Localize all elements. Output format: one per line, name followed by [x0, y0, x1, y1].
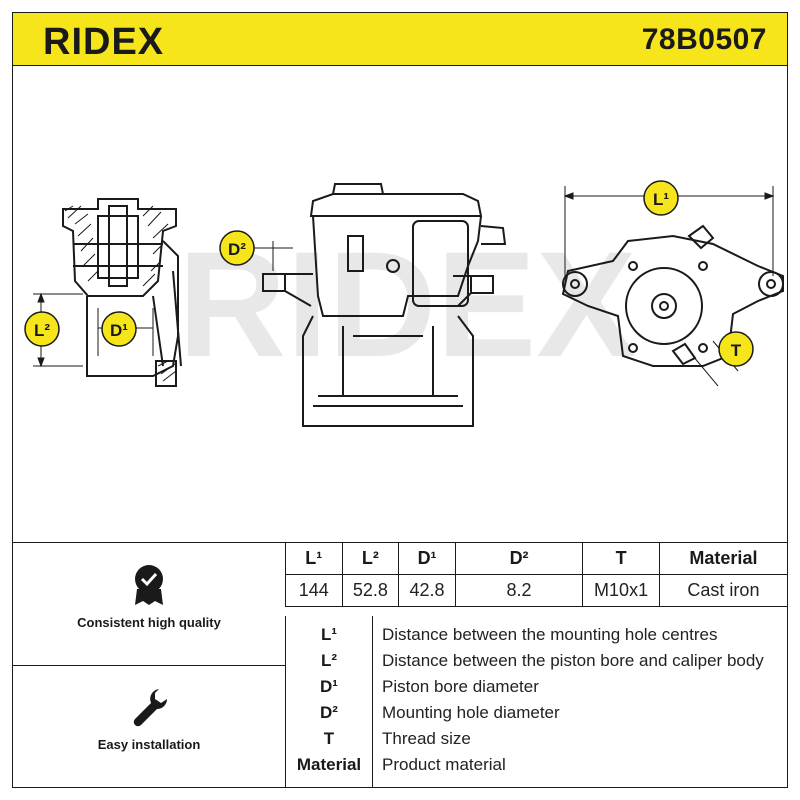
legend-desc: Mounting hole diameter — [382, 703, 560, 722]
legend-desc: Thread size — [382, 729, 471, 748]
feature-installation: Easy installation — [13, 665, 285, 787]
legend-desc: Distance between the piston bore and cal… — [382, 651, 764, 670]
callout-l2: L² — [24, 311, 60, 347]
feature-quality: Consistent high quality — [13, 543, 285, 666]
spec-header: T — [582, 543, 660, 575]
feature-installation-label: Easy installation — [97, 737, 201, 752]
caliper-drawing: RIDEX — [24, 180, 784, 427]
spec-header-row: L¹ L² D¹ D² T Material — [285, 543, 787, 575]
spec-header: D¹ — [398, 543, 456, 575]
callout-t: T — [718, 331, 754, 367]
callout-l2-label: L² — [34, 321, 50, 340]
legend-desc: Piston bore diameter — [382, 677, 539, 696]
part-number: 78B0507 — [641, 23, 767, 56]
legend-code: Material — [296, 755, 362, 774]
wrench-icon — [133, 689, 167, 727]
legend-code: D¹ — [320, 677, 338, 696]
legend-row: L¹ Distance between the mounting hole ce… — [286, 622, 786, 648]
brand-name: RIDEX — [43, 23, 164, 59]
callout-l1-label: L¹ — [653, 190, 669, 209]
spec-legend: L¹ Distance between the mounting hole ce… — [285, 616, 788, 787]
callout-d2-label: D² — [228, 240, 246, 259]
legend-row: L² Distance between the piston bore and … — [286, 648, 786, 674]
spec-table: L¹ L² D¹ D² T Material 144 52.8 42.8 8.2… — [285, 543, 787, 607]
spec-value: 8.2 — [454, 574, 584, 607]
legend-code: L¹ — [320, 625, 338, 644]
callout-d1: D¹ — [101, 311, 137, 347]
callout-t-label: T — [731, 341, 742, 360]
spec-value-row: 144 52.8 42.8 8.2 M10x1 Cast iron — [285, 574, 787, 607]
spec-value: 144 — [285, 574, 343, 607]
legend-divider — [372, 616, 373, 787]
caliper-center-view — [262, 183, 507, 427]
header-bar: RIDEX 78B0507 — [12, 12, 788, 66]
ridex-logo: RIDEX — [43, 23, 164, 59]
legend-code: D² — [320, 703, 338, 722]
legend-row: T Thread size — [286, 726, 786, 752]
feature-quality-label: Consistent high quality — [77, 615, 221, 630]
legend-row: D¹ Piston bore diameter — [286, 674, 786, 700]
drawing-frame: RIDEX — [12, 66, 788, 542]
legend-desc: Product material — [382, 755, 506, 774]
spec-value: 42.8 — [398, 574, 456, 607]
spec-value: 52.8 — [341, 574, 400, 607]
spec-value: M10x1 — [582, 574, 660, 607]
legend-row: D² Mounting hole diameter — [286, 700, 786, 726]
callout-d1-label: D¹ — [110, 321, 128, 340]
legend-code: T — [323, 729, 335, 748]
callout-l1: L¹ — [643, 180, 679, 216]
quality-badge-icon — [135, 565, 163, 605]
legend-desc: Distance between the mounting hole centr… — [382, 625, 718, 644]
callout-d2: D² — [219, 230, 255, 266]
spec-header: L¹ — [285, 543, 343, 575]
caliper-side-section — [62, 198, 182, 387]
spec-value: Cast iron — [658, 574, 787, 607]
legend-row: Material Product material — [286, 752, 786, 778]
hatching — [64, 205, 177, 382]
legend-code: L² — [320, 651, 338, 670]
spec-header: D² — [454, 543, 584, 575]
spec-panel: Consistent high quality Easy installatio… — [12, 542, 788, 788]
spec-header: Material — [658, 543, 787, 575]
spec-header: L² — [341, 543, 400, 575]
caliper-front-view — [561, 224, 784, 367]
